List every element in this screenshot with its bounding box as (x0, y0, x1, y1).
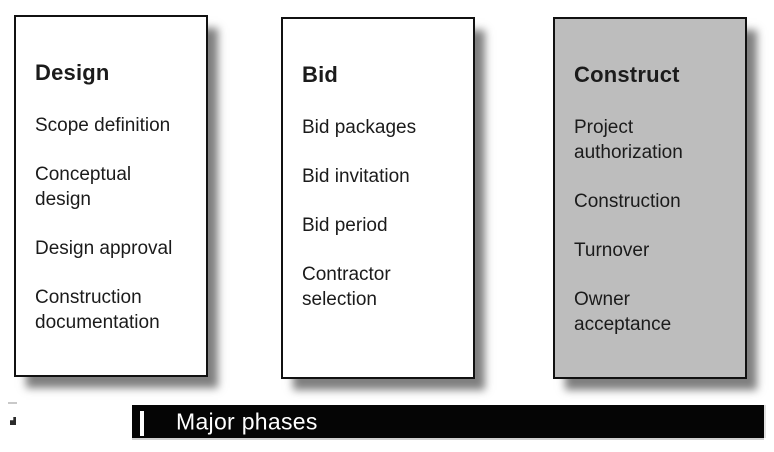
phase-item: Owner acceptance (574, 289, 672, 335)
phase-item: Turnover (574, 240, 650, 261)
phase-title: Construct (574, 62, 680, 87)
phase-item: Bid packages (302, 117, 417, 138)
phase-item: Contractor selection (302, 264, 391, 310)
phase-item: Design approval (35, 238, 173, 259)
phase-item: Bid period (302, 215, 388, 236)
caption-label: Major phases (176, 408, 318, 434)
caption-bar: Major phases (132, 405, 764, 438)
scan-artifact-dash (8, 402, 17, 404)
phase-item: Construction documentation (35, 287, 160, 333)
phase-title: Bid (302, 62, 339, 87)
scan-artifact-mark (10, 417, 16, 425)
phase-title: Design (35, 60, 110, 85)
phase-item: Bid invitation (302, 166, 410, 187)
caption-tick-mark (140, 411, 144, 436)
phase-item: Conceptual design (35, 164, 132, 210)
phase-item: Project authorization (574, 117, 683, 163)
phase-item: Scope definition (35, 115, 171, 136)
phase-item: Construction (574, 191, 681, 212)
